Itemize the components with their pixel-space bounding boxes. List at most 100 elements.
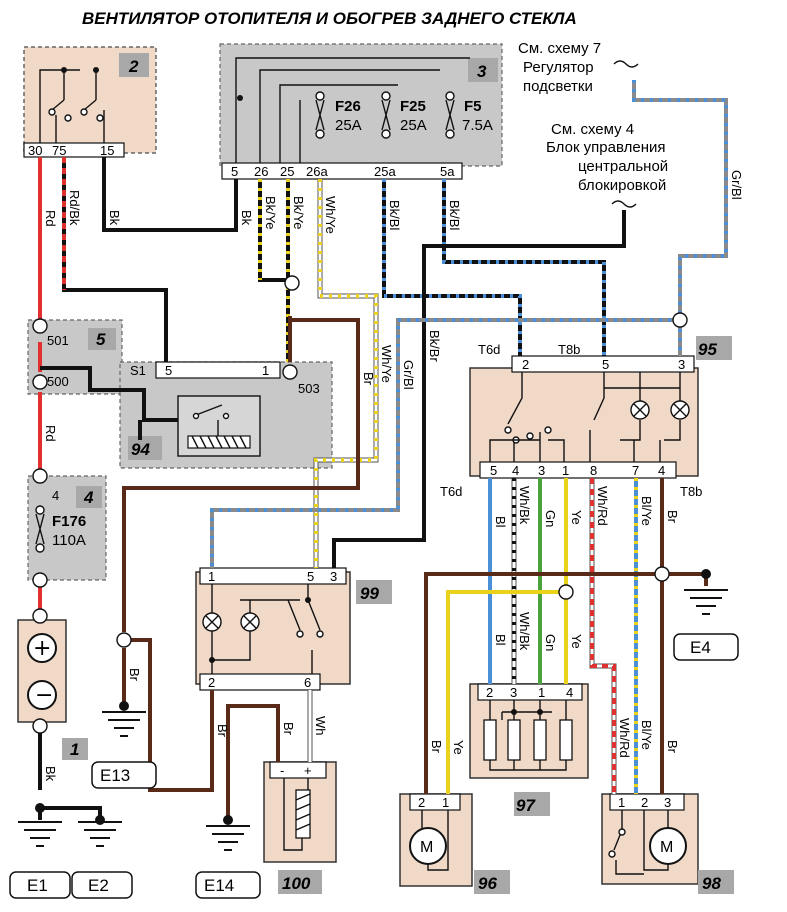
svg-text:F5: F5 [464, 98, 482, 115]
motor-98: 98 1 2 3 M [601, 793, 734, 894]
svg-text:F176: F176 [52, 513, 86, 530]
svg-text:4: 4 [512, 463, 519, 478]
battery-1: + − 1 [17, 619, 88, 760]
svg-text:Bl: Bl [493, 634, 508, 646]
svg-text:25: 25 [280, 164, 294, 179]
svg-text:T6d: T6d [440, 484, 462, 499]
svg-text:5: 5 [490, 463, 497, 478]
svg-text:E4: E4 [690, 638, 711, 657]
svg-text:Bk: Bk [107, 210, 122, 226]
fuse-box: 3 F26 25A F25 25A F5 7.5A 5 26 25 26a 25… [219, 43, 503, 180]
svg-text:Rd: Rd [43, 210, 58, 227]
svg-text:Wh/Bk: Wh/Bk [517, 612, 532, 651]
svg-text:Bl/Ye: Bl/Ye [639, 720, 654, 750]
svg-text:Блок управления: Блок управления [546, 139, 665, 156]
svg-text:94: 94 [131, 440, 150, 459]
svg-text:Br: Br [215, 724, 230, 738]
svg-text:2: 2 [641, 795, 648, 810]
svg-text:5: 5 [602, 357, 609, 372]
svg-text:7: 7 [632, 463, 639, 478]
svg-text:Bk/Ye: Bk/Ye [291, 196, 306, 230]
svg-text:5a: 5a [440, 164, 455, 179]
reference-scheme-7: См. схему 7 Регулятор подсветки [518, 40, 639, 95]
svg-text:2: 2 [208, 675, 215, 690]
wire-br-99 [124, 638, 214, 792]
svg-text:98: 98 [702, 874, 721, 893]
svg-text:E2: E2 [88, 876, 109, 895]
component-number-3: 3 [477, 62, 487, 81]
wire-bk-bl-25a [382, 179, 522, 356]
svg-text:блокировкой: блокировкой [578, 177, 666, 194]
svg-text:95: 95 [698, 340, 717, 359]
svg-text:E13: E13 [100, 766, 130, 785]
svg-text:T8b: T8b [558, 342, 580, 357]
svg-text:100: 100 [282, 874, 311, 893]
svg-text:110A: 110A [52, 532, 86, 549]
diagram-title: ВЕНТИЛЯТОР ОТОПИТЕЛЯ И ОБОГРЕВ ЗАДНЕГО С… [82, 9, 577, 28]
svg-text:7.5A: 7.5A [462, 117, 493, 134]
svg-text:Gr/Bl: Gr/Bl [401, 360, 416, 390]
svg-text:подсветки: подсветки [523, 78, 593, 95]
control-unit-95: 95 T6d T8b 2 5 3 5 4 3 1 8 7 4 T6d T8b [440, 336, 732, 499]
svg-text:−: − [35, 683, 53, 708]
svg-text:1: 1 [70, 740, 79, 759]
wire-relay-coil [40, 366, 178, 440]
pin-75: 75 [52, 143, 66, 158]
svg-text:+: + [304, 763, 312, 778]
svg-text:500: 500 [47, 374, 69, 389]
svg-text:Регулятор: Регулятор [523, 59, 594, 76]
svg-text:Bl/Ye: Bl/Ye [639, 496, 654, 526]
svg-text:S1: S1 [130, 363, 146, 378]
svg-text:Wh: Wh [313, 716, 328, 736]
svg-text:Bk/Br: Bk/Br [427, 330, 442, 362]
fuse-f25: F25 25A [381, 91, 427, 139]
svg-text:4: 4 [83, 488, 94, 507]
svg-text:Ye: Ye [451, 740, 466, 755]
wire-br-96 [424, 572, 708, 794]
fuse-f26: F26 25A [315, 91, 362, 139]
svg-text:4: 4 [52, 488, 59, 503]
svg-text:+: + [33, 636, 51, 661]
svg-text:Br: Br [281, 722, 296, 736]
svg-text:25a: 25a [374, 164, 396, 179]
svg-text:1: 1 [618, 795, 625, 810]
svg-text:F26: F26 [335, 98, 361, 115]
svg-text:Wh/Bk: Wh/Bk [517, 486, 532, 525]
svg-text:См. схему 4: См. схему 4 [551, 121, 634, 138]
svg-text:503: 503 [298, 381, 320, 396]
svg-text:3: 3 [538, 463, 545, 478]
svg-text:Br: Br [429, 740, 444, 754]
svg-text:3: 3 [664, 795, 671, 810]
svg-text:E1: E1 [27, 876, 48, 895]
svg-text:E14: E14 [204, 876, 234, 895]
wire-br-100 [226, 704, 280, 820]
rear-window-heater-100: 100 - + [263, 761, 337, 894]
svg-text:501: 501 [47, 333, 69, 348]
svg-text:3: 3 [510, 685, 517, 700]
svg-text:Rd/Bk: Rd/Bk [67, 190, 82, 226]
wire-br-mid [122, 316, 360, 706]
svg-text:Wh/Ye: Wh/Ye [323, 196, 338, 234]
svg-text:Bl: Bl [493, 516, 508, 528]
svg-text:-: - [280, 763, 284, 778]
svg-text:M: M [420, 839, 433, 856]
svg-text:центральной: центральной [578, 158, 668, 175]
wire-bk-15 [102, 157, 238, 232]
blower-motor-96: 96 2 1 M [399, 793, 510, 894]
svg-text:Br: Br [127, 668, 142, 682]
svg-text:1: 1 [208, 569, 215, 584]
svg-text:25A: 25A [400, 117, 427, 134]
svg-text:99: 99 [360, 584, 379, 603]
svg-text:1: 1 [262, 363, 269, 378]
svg-text:M: M [660, 839, 673, 856]
wire-ye-96 [446, 590, 566, 794]
ground-e13: E13 [91, 711, 157, 789]
svg-text:Wh/Rd: Wh/Rd [595, 486, 610, 526]
svg-text:Bk: Bk [239, 210, 254, 226]
svg-text:26: 26 [254, 164, 268, 179]
svg-text:Wh/Rd: Wh/Rd [617, 718, 632, 758]
relay-94: 94 S1 5 1 503 [119, 361, 333, 469]
svg-text:См. схему 7: См. схему 7 [518, 40, 601, 57]
svg-text:1: 1 [562, 463, 569, 478]
